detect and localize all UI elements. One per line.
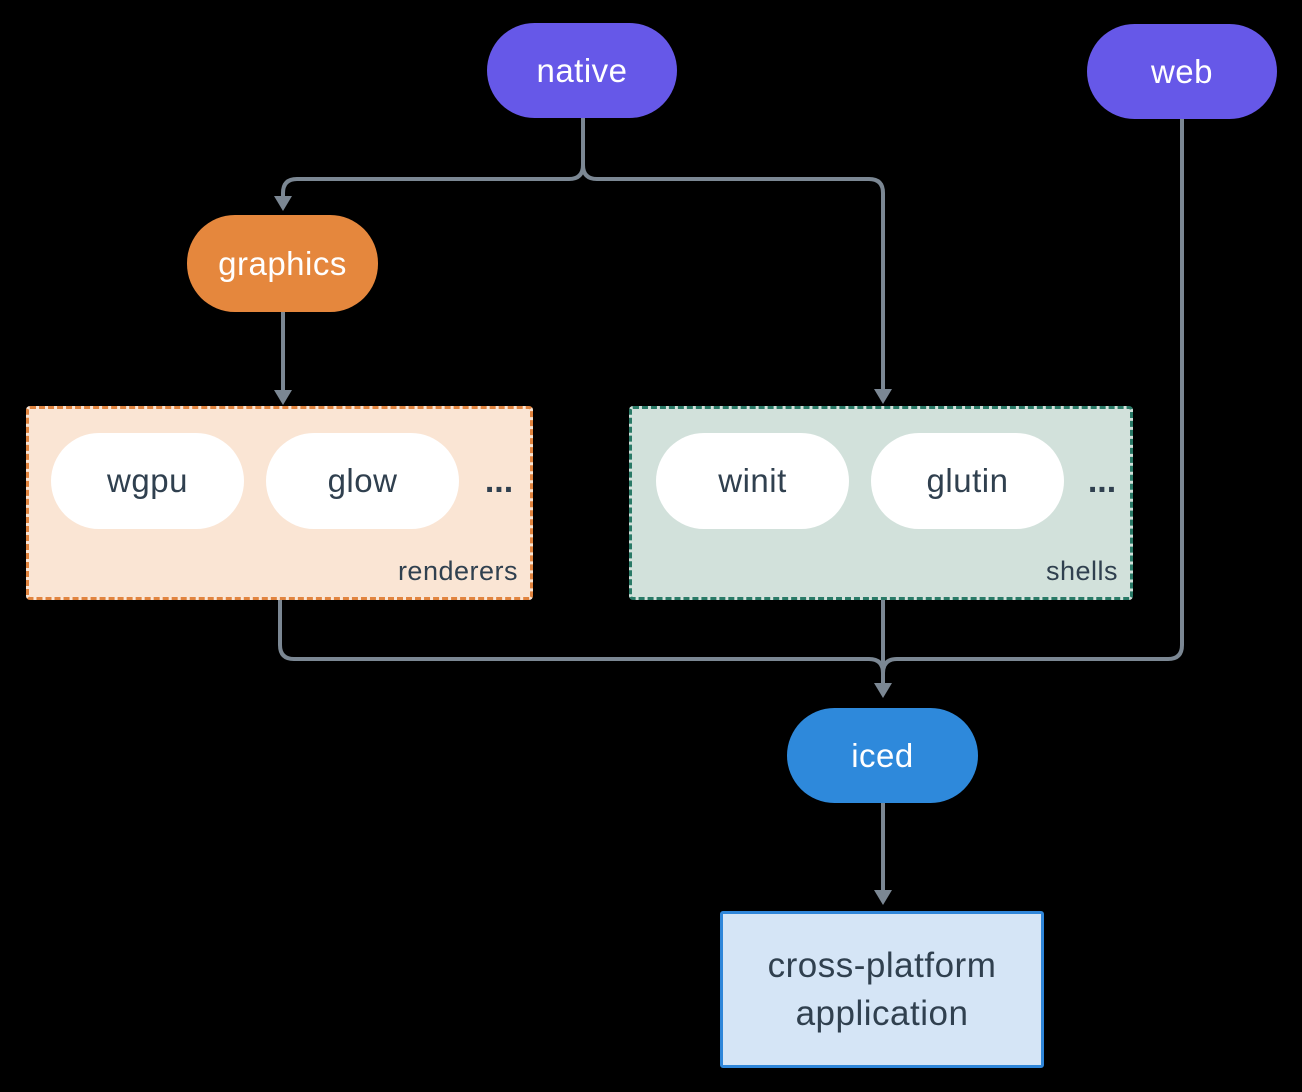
group-shells: winit glutin ... shells xyxy=(629,406,1133,600)
node-native: native xyxy=(487,23,677,118)
node-winit: winit xyxy=(656,433,849,529)
node-glutin: glutin xyxy=(871,433,1064,529)
node-glutin-label: glutin xyxy=(926,462,1009,499)
node-wgpu: wgpu xyxy=(51,433,244,529)
node-graphics: graphics xyxy=(187,215,378,312)
node-glow: glow xyxy=(266,433,459,529)
node-web-label: web xyxy=(1150,52,1214,90)
node-wgpu-label: wgpu xyxy=(107,462,188,499)
group-renderers: wgpu glow ... renderers xyxy=(26,406,533,600)
node-application-label: cross-platform application xyxy=(767,945,997,1033)
edge-native-graphics xyxy=(281,118,585,197)
shells-group-label: shells xyxy=(1045,556,1118,586)
node-graphics-label: graphics xyxy=(218,244,347,282)
node-iced: iced xyxy=(787,708,978,803)
arrowhead-application xyxy=(874,890,892,905)
edge-native-shells xyxy=(581,118,885,390)
arrowhead-iced xyxy=(874,683,892,698)
renderers-ellipsis: ... xyxy=(484,461,514,500)
edge-renderers-iced xyxy=(278,600,885,674)
node-native-label: native xyxy=(536,51,628,89)
renderers-group-label: renderers xyxy=(397,556,518,586)
node-web: web xyxy=(1087,24,1277,119)
arrowhead-renderers xyxy=(274,390,292,405)
arrowhead-graphics xyxy=(274,196,292,211)
node-iced-label: iced xyxy=(851,736,914,774)
node-application: cross-platform application xyxy=(720,911,1044,1068)
arrowhead-shells xyxy=(874,389,892,404)
node-winit-label: winit xyxy=(718,462,787,499)
shells-ellipsis: ... xyxy=(1087,461,1117,500)
node-glow-label: glow xyxy=(327,462,398,499)
